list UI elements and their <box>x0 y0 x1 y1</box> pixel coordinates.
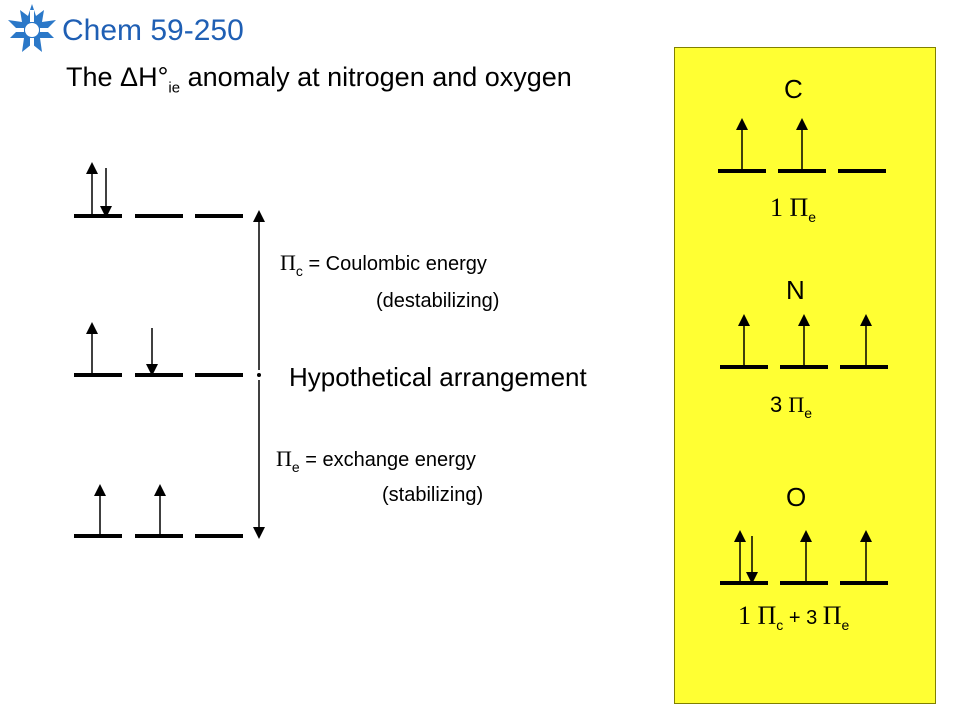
nitrogen-energy: 3 Πe <box>770 392 813 421</box>
pi-symbol: Π <box>789 193 809 222</box>
carbon-symbol: C <box>784 74 803 104</box>
oxygen-subscript-c: c <box>776 617 784 633</box>
pi-symbol: Π <box>276 446 292 471</box>
nitrogen-coef: 3 <box>770 392 789 417</box>
pi-symbol: Π <box>280 250 296 275</box>
title-prefix: The <box>66 62 121 92</box>
course-code: Chem 59-250 <box>62 14 244 47</box>
oxygen-symbol: O <box>786 482 807 512</box>
exchange-subscript: e <box>291 459 300 475</box>
nitrogen-subscript: e <box>804 405 813 421</box>
nitrogen-symbol: N <box>786 275 805 305</box>
comparison-panel <box>674 47 936 704</box>
coulombic-subscript: c <box>295 263 303 279</box>
hypothetical-label: Hypothetical arrangement <box>289 362 587 392</box>
coulombic-label: Πc = Coulombic energy <box>280 250 487 279</box>
oxygen-coef: 1 <box>738 601 758 630</box>
exchange-note: (stabilizing) <box>382 484 484 506</box>
page-title: The ΔH°ie anomaly at nitrogen and oxygen <box>66 62 572 96</box>
title-subscript: ie <box>168 79 181 97</box>
oxygen-plus: + 3 <box>783 607 823 629</box>
pi-symbol: Π <box>757 601 777 630</box>
carbon-subscript: e <box>808 209 817 225</box>
title-delta-h: ΔH° <box>120 62 169 92</box>
carbon-coef: 1 <box>770 193 790 222</box>
pi-symbol: Π <box>822 601 842 630</box>
maple-leaf-icon <box>8 4 56 52</box>
oxygen-subscript-e: e <box>841 617 850 633</box>
oxygen-energy: 1 Πc + 3 Πe <box>738 600 850 633</box>
exchange-label: Πe = exchange energy <box>276 446 476 475</box>
coulombic-text: = Coulombic energy <box>302 253 487 275</box>
coulombic-note: (destabilizing) <box>376 290 500 312</box>
carbon-energy: 1 Πe <box>770 192 817 225</box>
exchange-text: = exchange energy <box>299 449 476 471</box>
title-suffix: anomaly at nitrogen and oxygen <box>180 62 572 92</box>
pi-symbol: Π <box>788 392 805 417</box>
